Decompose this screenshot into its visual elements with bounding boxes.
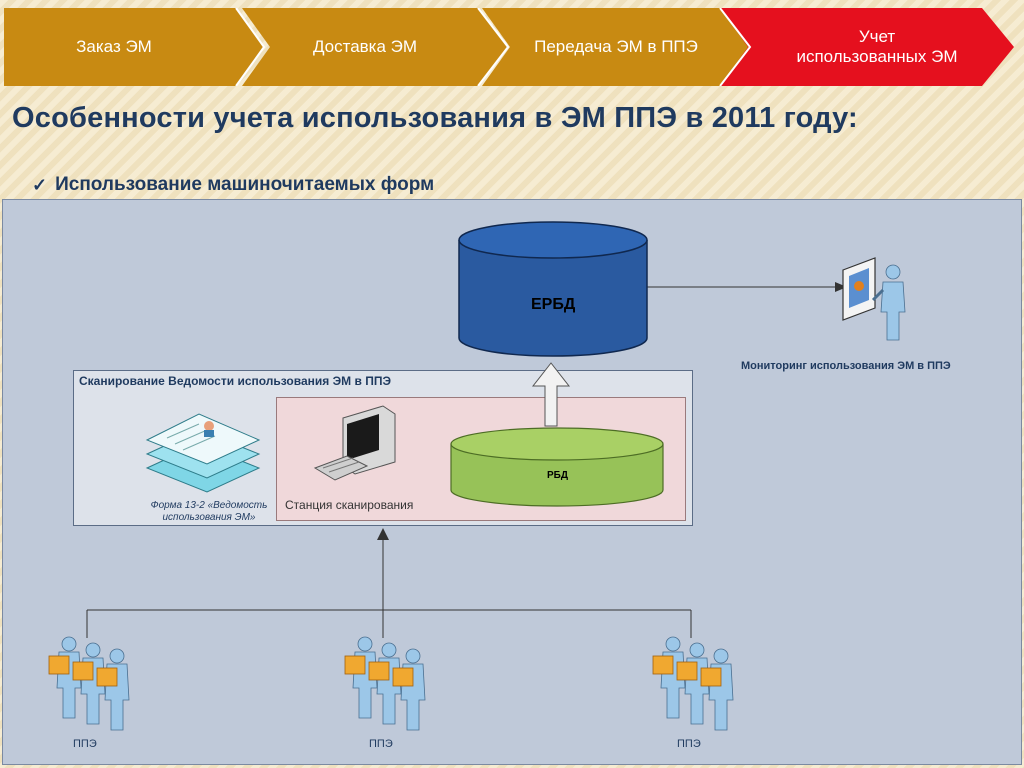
ppe-group-icon-2 (344, 636, 426, 731)
ppe-label-1: ППЭ (73, 738, 97, 750)
bullet-text: Использование машиночитаемых форм (55, 174, 435, 195)
form-caption-line2: использования ЭМ» (162, 512, 256, 523)
step-accounting-line1: Учет (858, 27, 896, 46)
diagram-graphics (48, 221, 906, 731)
monitoring-person-icon (842, 257, 906, 341)
rbd-label: РБД (547, 470, 568, 481)
ppe-group-icon-3 (652, 636, 734, 731)
ppe-group-icon-1 (48, 636, 130, 731)
step-accounting-em[interactable]: Учет использованных ЭМ (720, 8, 1014, 86)
form-caption: Форма 13-2 «Ведомость использования ЭМ» (119, 500, 299, 524)
page-title: Особенности учета использования в ЭМ ППЭ… (12, 102, 858, 134)
process-diagram: Сканирование Ведомости использования ЭМ … (2, 199, 1022, 765)
breadcrumb: Заказ ЭМ Доставка ЭМ Передача ЭМ в ППЭ У… (4, 8, 1014, 86)
step-accounting-line2: использованных ЭМ (796, 47, 958, 66)
form-caption-line1: Форма 13-2 «Ведомость (150, 500, 268, 511)
upload-arrow-icon (531, 362, 571, 427)
arrow-up-head (377, 528, 389, 540)
ppe-label-2: ППЭ (369, 738, 393, 750)
bullet-item: ✓ Использование машиночитаемых форм (32, 174, 434, 196)
monitoring-caption: Мониторинг использования ЭМ в ППЭ (741, 360, 951, 372)
arrow-right-head (835, 282, 847, 292)
step-transfer-em[interactable]: Передача ЭМ в ППЭ (482, 8, 750, 86)
step-order-em[interactable]: Заказ ЭМ (4, 8, 264, 86)
step-transfer-em-label: Передача ЭМ в ППЭ (534, 37, 698, 56)
scanning-box-title: Сканирование Ведомости использования ЭМ … (79, 374, 391, 388)
step-accounting-em-label: Учет использованных ЭМ (756, 27, 977, 67)
step-delivery-em-label: Доставка ЭМ (312, 37, 418, 56)
form-document-stack-icon (145, 413, 261, 493)
rbd-database-icon (450, 427, 664, 507)
erbd-database-icon (458, 221, 648, 357)
step-order-em-label: Заказ ЭМ (76, 37, 152, 56)
erbd-label: ЕРБД (531, 296, 576, 313)
computer-icon (313, 405, 396, 481)
step-delivery-em[interactable]: Доставка ЭМ (242, 8, 508, 86)
ppe-label-3: ППЭ (677, 738, 701, 750)
checkmark-icon: ✓ (32, 174, 48, 195)
scanning-station-label: Станция сканирования (285, 498, 414, 512)
connector-lines (86, 286, 839, 638)
